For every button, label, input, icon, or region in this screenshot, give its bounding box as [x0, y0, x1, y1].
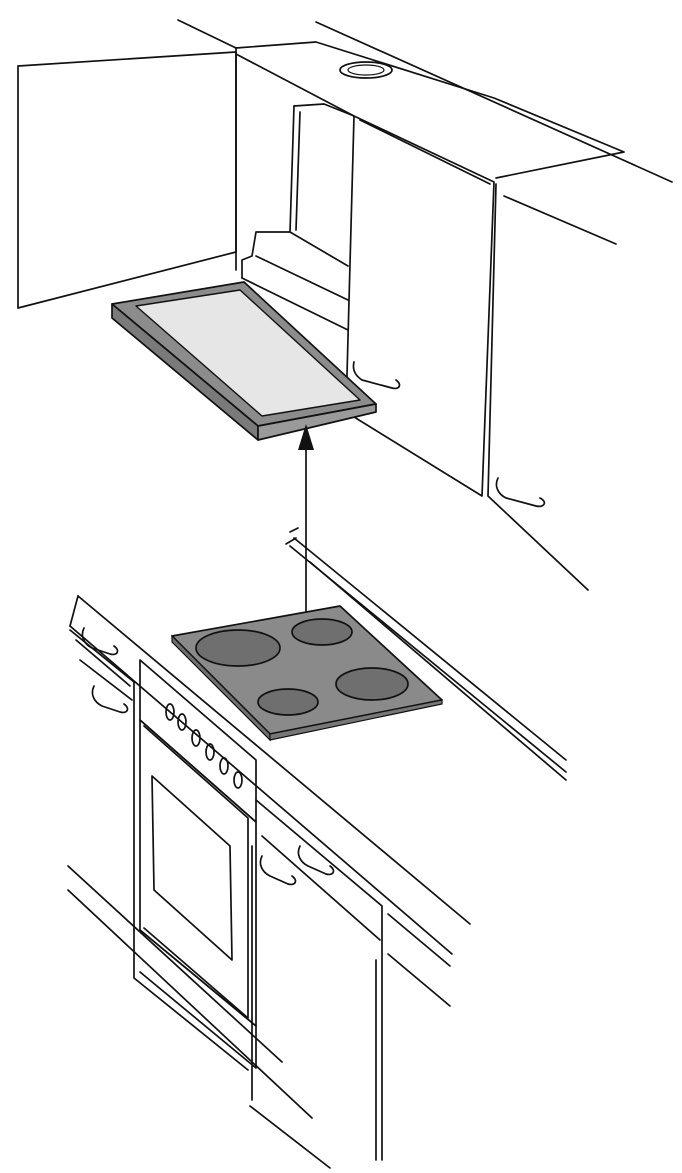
ceiling-line-right — [315, 21, 673, 183]
housing-inner-edge — [295, 111, 301, 231]
worktop-left-end — [69, 595, 79, 627]
oven-drawer — [139, 929, 257, 1069]
center-cabinet-door — [345, 115, 495, 497]
floor-line-2 — [67, 889, 313, 1119]
right-door-handle — [495, 477, 546, 508]
wall-break-mark-2 — [285, 537, 297, 545]
oven-knob-4 — [205, 743, 215, 761]
center-door-top-edge — [359, 119, 491, 185]
oven-door-inner — [143, 725, 249, 1019]
oven-knob-1 — [165, 703, 175, 721]
upper-cabinets — [17, 19, 673, 600]
housing-bottom-line — [241, 277, 349, 331]
lower-cabinets — [67, 627, 451, 1169]
cooking-zone-back-left — [195, 629, 281, 667]
right-cabinet-top-edge — [503, 195, 617, 245]
plinth-left — [133, 929, 249, 1071]
far-right-worktop-line — [387, 913, 451, 967]
cabinet-top — [235, 41, 625, 179]
oven-knob-5 — [219, 757, 229, 775]
hood-filter — [135, 289, 361, 417]
housing-step-line-2 — [255, 255, 349, 301]
far-right-cabinet-line — [387, 953, 451, 1007]
ceiling-line — [177, 19, 237, 49]
right-cabinet-door — [488, 184, 672, 600]
hood-side-face — [257, 403, 377, 441]
arrow-head-up — [298, 424, 314, 450]
left-open-door — [17, 51, 237, 309]
worktop-front-edge — [77, 595, 471, 925]
oven-knob-6 — [233, 771, 243, 789]
backsplash-line — [309, 561, 567, 781]
left-drawer-divider — [79, 659, 133, 701]
oven-knobs — [165, 703, 243, 789]
cooking-zone-front-left — [257, 688, 319, 716]
wall-break-mark — [289, 527, 299, 533]
extractor-hood — [111, 281, 377, 441]
wall-line-upper-2 — [293, 537, 567, 761]
left-drawer-handle-bottom — [91, 685, 129, 714]
left-base-cabinet-edge — [69, 629, 135, 931]
duct-opening — [339, 61, 393, 79]
right-drawer-handle-left — [259, 855, 297, 886]
right-cabinet-edge — [487, 183, 589, 591]
cooking-zone-back-right — [291, 618, 353, 646]
floor-line-1 — [67, 865, 283, 1063]
oven-window — [151, 775, 233, 961]
left-drawer-line — [75, 639, 131, 687]
right-drawer-handle-right — [297, 845, 335, 876]
worktop — [69, 527, 567, 955]
left-drawer-handle-top — [81, 627, 119, 656]
housing-steps — [241, 105, 295, 279]
housing-step-line — [289, 231, 349, 267]
cooktop-edge-right — [269, 699, 443, 741]
oven-knob-3 — [191, 729, 201, 747]
cooking-zone-front-right — [335, 667, 409, 701]
oven-door — [139, 719, 257, 1027]
oven-knob-2 — [177, 713, 187, 731]
floor-line-3 — [249, 1105, 331, 1169]
center-door-handle — [352, 361, 401, 390]
housing-top — [293, 103, 355, 117]
right-base-cabinet-edge — [255, 799, 383, 1161]
duct-opening-inner — [347, 64, 385, 76]
cooktop — [171, 605, 443, 742]
right-drawer-line — [261, 835, 381, 941]
